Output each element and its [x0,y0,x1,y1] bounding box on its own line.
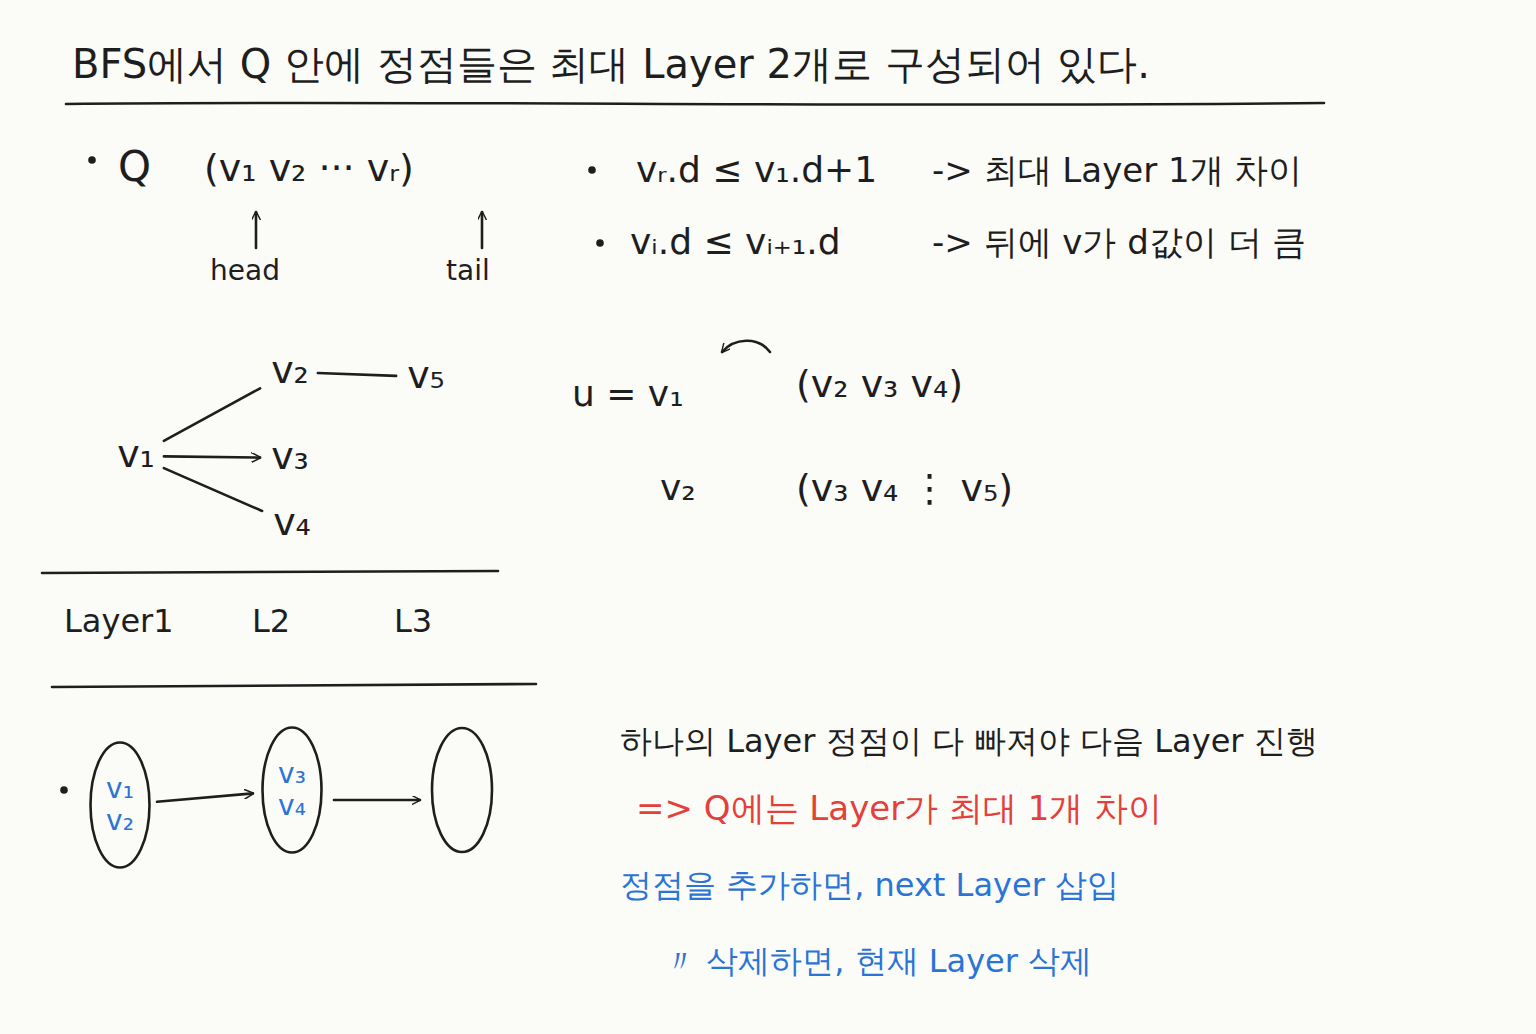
layer-oval: v₃v₄ [261,726,323,854]
pointer-label: head [210,254,280,288]
vertex-label: v₃ [278,758,306,790]
vertex-label: v₄ [270,503,314,543]
queue-name: Q [118,142,151,192]
page-title: BFS에서 Q 안에 정점들은 최대 Layer 2개로 구성되어 있다. [72,40,1150,88]
step-label: v₂ [660,466,696,509]
queue-contents: (v₁ v₂ ··· vᵣ) [204,146,414,192]
tree-edge [164,468,262,511]
bullet-dot [90,158,95,163]
layer-label: Layer1 [64,602,174,640]
layer-rule [52,684,536,687]
queue-state: (v₂ v₃ v₄) [796,362,963,408]
bullet-dot [62,788,67,793]
step-label: u = v₁ [572,372,684,415]
invariant-formula: vᵣ.d ≤ v₁.d+1 [636,148,877,191]
tree-edge [318,373,396,376]
tree-edge [164,388,260,441]
conclusion-text: => Q에는 Layer가 최대 1개 차이 [636,788,1162,829]
vertex-label: v₁ [114,435,158,475]
vertex-label: v₁ [106,773,134,805]
oval-shape [263,728,322,853]
layer-arrow [334,799,420,802]
tree-vertex: v₁ [114,435,158,477]
head-pointer [255,212,258,248]
title-underline [66,103,1324,105]
empty-layer-oval [432,728,492,852]
invariant-note: -> 뒤에 v가 d값이 더 큼 [932,222,1307,263]
vertex-label: v₅ [404,356,448,396]
tree-vertex: v₂ [268,351,312,393]
tree-vertex: v₄ [270,503,314,545]
pointer-label: tail [446,254,490,288]
queue-state: (v₃ v₄ ⋮ v₅) [796,466,1013,512]
vertex-label: v₂ [106,805,134,837]
invariant-note: -> 최대 Layer 1개 차이 [932,150,1302,191]
vertex-label: v₃ [268,437,312,477]
note-text: 정점을 추가하면, next Layer 삽입 [620,866,1119,904]
layer-rule [42,571,498,573]
tree-vertex: v₅ [404,356,448,398]
vertex-label: v₂ [268,351,312,391]
layer-oval: v₁v₂ [89,741,151,869]
vertex-label: v₄ [278,790,306,822]
note-text: 〃 삭제하면, 현재 Layer 삭제 [664,942,1092,980]
tail-pointer [481,212,484,248]
flow-arrow [157,793,253,801]
flow-arrow [164,456,260,457]
bullet-dot [590,168,595,173]
layer-label: L3 [394,602,432,640]
tree-vertex: v₃ [268,437,312,479]
pop-arrow [722,341,770,352]
invariant-formula: vᵢ.d ≤ vᵢ₊₁.d [630,220,841,263]
oval-shape [91,743,150,868]
layer-label: L2 [252,602,290,640]
bullet-dot [598,241,603,246]
note-text: 하나의 Layer 정점이 다 빠져야 다음 Layer 진행 [620,722,1318,760]
